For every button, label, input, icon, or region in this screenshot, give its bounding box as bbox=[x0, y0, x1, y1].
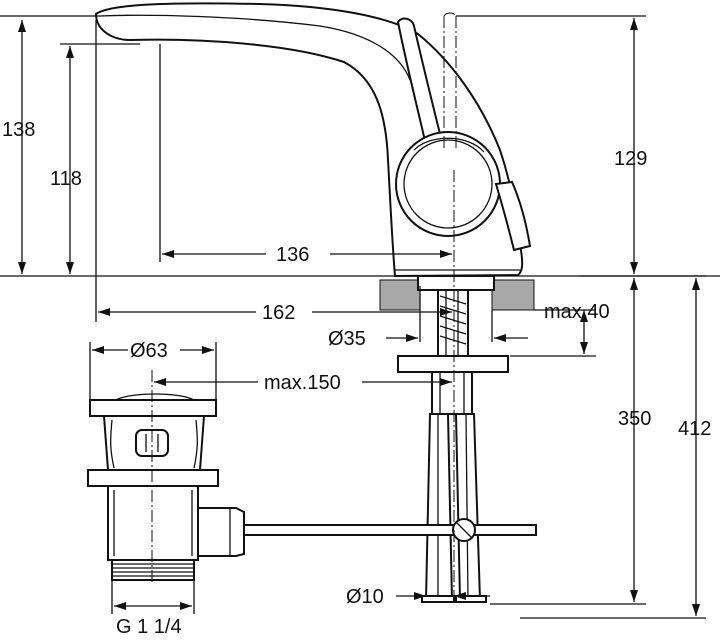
dimension-waste-thread: G 1 1/4 bbox=[114, 602, 192, 638]
dim-label-d10: Ø10 bbox=[346, 586, 384, 608]
dimension-under-counter-height: 350 bbox=[618, 278, 651, 602]
dim-label-thread: G 1 1/4 bbox=[116, 616, 182, 638]
dim-label-d35: Ø35 bbox=[328, 328, 366, 350]
dimension-hole-diameter: Ø35 bbox=[328, 328, 528, 350]
lever-handle bbox=[396, 17, 446, 156]
dimension-rod-reach: max.150 bbox=[154, 372, 452, 394]
counter-right bbox=[491, 279, 535, 311]
dimension-rod-diameter: Ø10 bbox=[346, 586, 490, 608]
counter-top bbox=[0, 275, 720, 311]
dimension-total-height: 138 bbox=[2, 20, 35, 274]
center-lines bbox=[151, 12, 457, 600]
fixing-plate bbox=[397, 355, 509, 373]
dim-label-412: 412 bbox=[678, 418, 711, 440]
counter-left bbox=[379, 279, 421, 311]
dim-label-d63: Ø63 bbox=[130, 340, 168, 362]
mounting-assembly bbox=[397, 275, 509, 603]
dimension-total-reach: 162 bbox=[98, 302, 452, 324]
dim-label-118: 118 bbox=[50, 168, 82, 190]
dim-label-max150: max.150 bbox=[264, 372, 341, 394]
dimension-spout-height: 118 bbox=[50, 46, 82, 274]
dimension-spout-reach: 136 bbox=[162, 244, 452, 266]
waste-plug bbox=[89, 399, 217, 417]
dim-label-136: 136 bbox=[276, 244, 309, 266]
dim-label-162: 162 bbox=[262, 302, 295, 324]
faucet-body bbox=[94, 2, 532, 278]
dimension-handle-height: 129 bbox=[614, 18, 647, 274]
waste-fitting bbox=[87, 393, 245, 581]
extension-lines bbox=[0, 15, 706, 619]
dim-label-129: 129 bbox=[614, 148, 647, 170]
lever-hub bbox=[395, 131, 501, 237]
pop-up-rod bbox=[235, 518, 537, 542]
dimension-waste-diameter: Ø63 bbox=[92, 340, 214, 362]
dim-label-138: 138 bbox=[2, 119, 35, 141]
dim-label-max40: max.40 bbox=[544, 301, 610, 323]
dim-label-350: 350 bbox=[618, 408, 651, 430]
supply-hose-left bbox=[424, 413, 454, 601]
dimension-overall-height: 412 bbox=[678, 278, 711, 616]
dimension-counter-thickness: max.40 bbox=[544, 301, 610, 354]
cartridge-cap bbox=[494, 180, 532, 252]
